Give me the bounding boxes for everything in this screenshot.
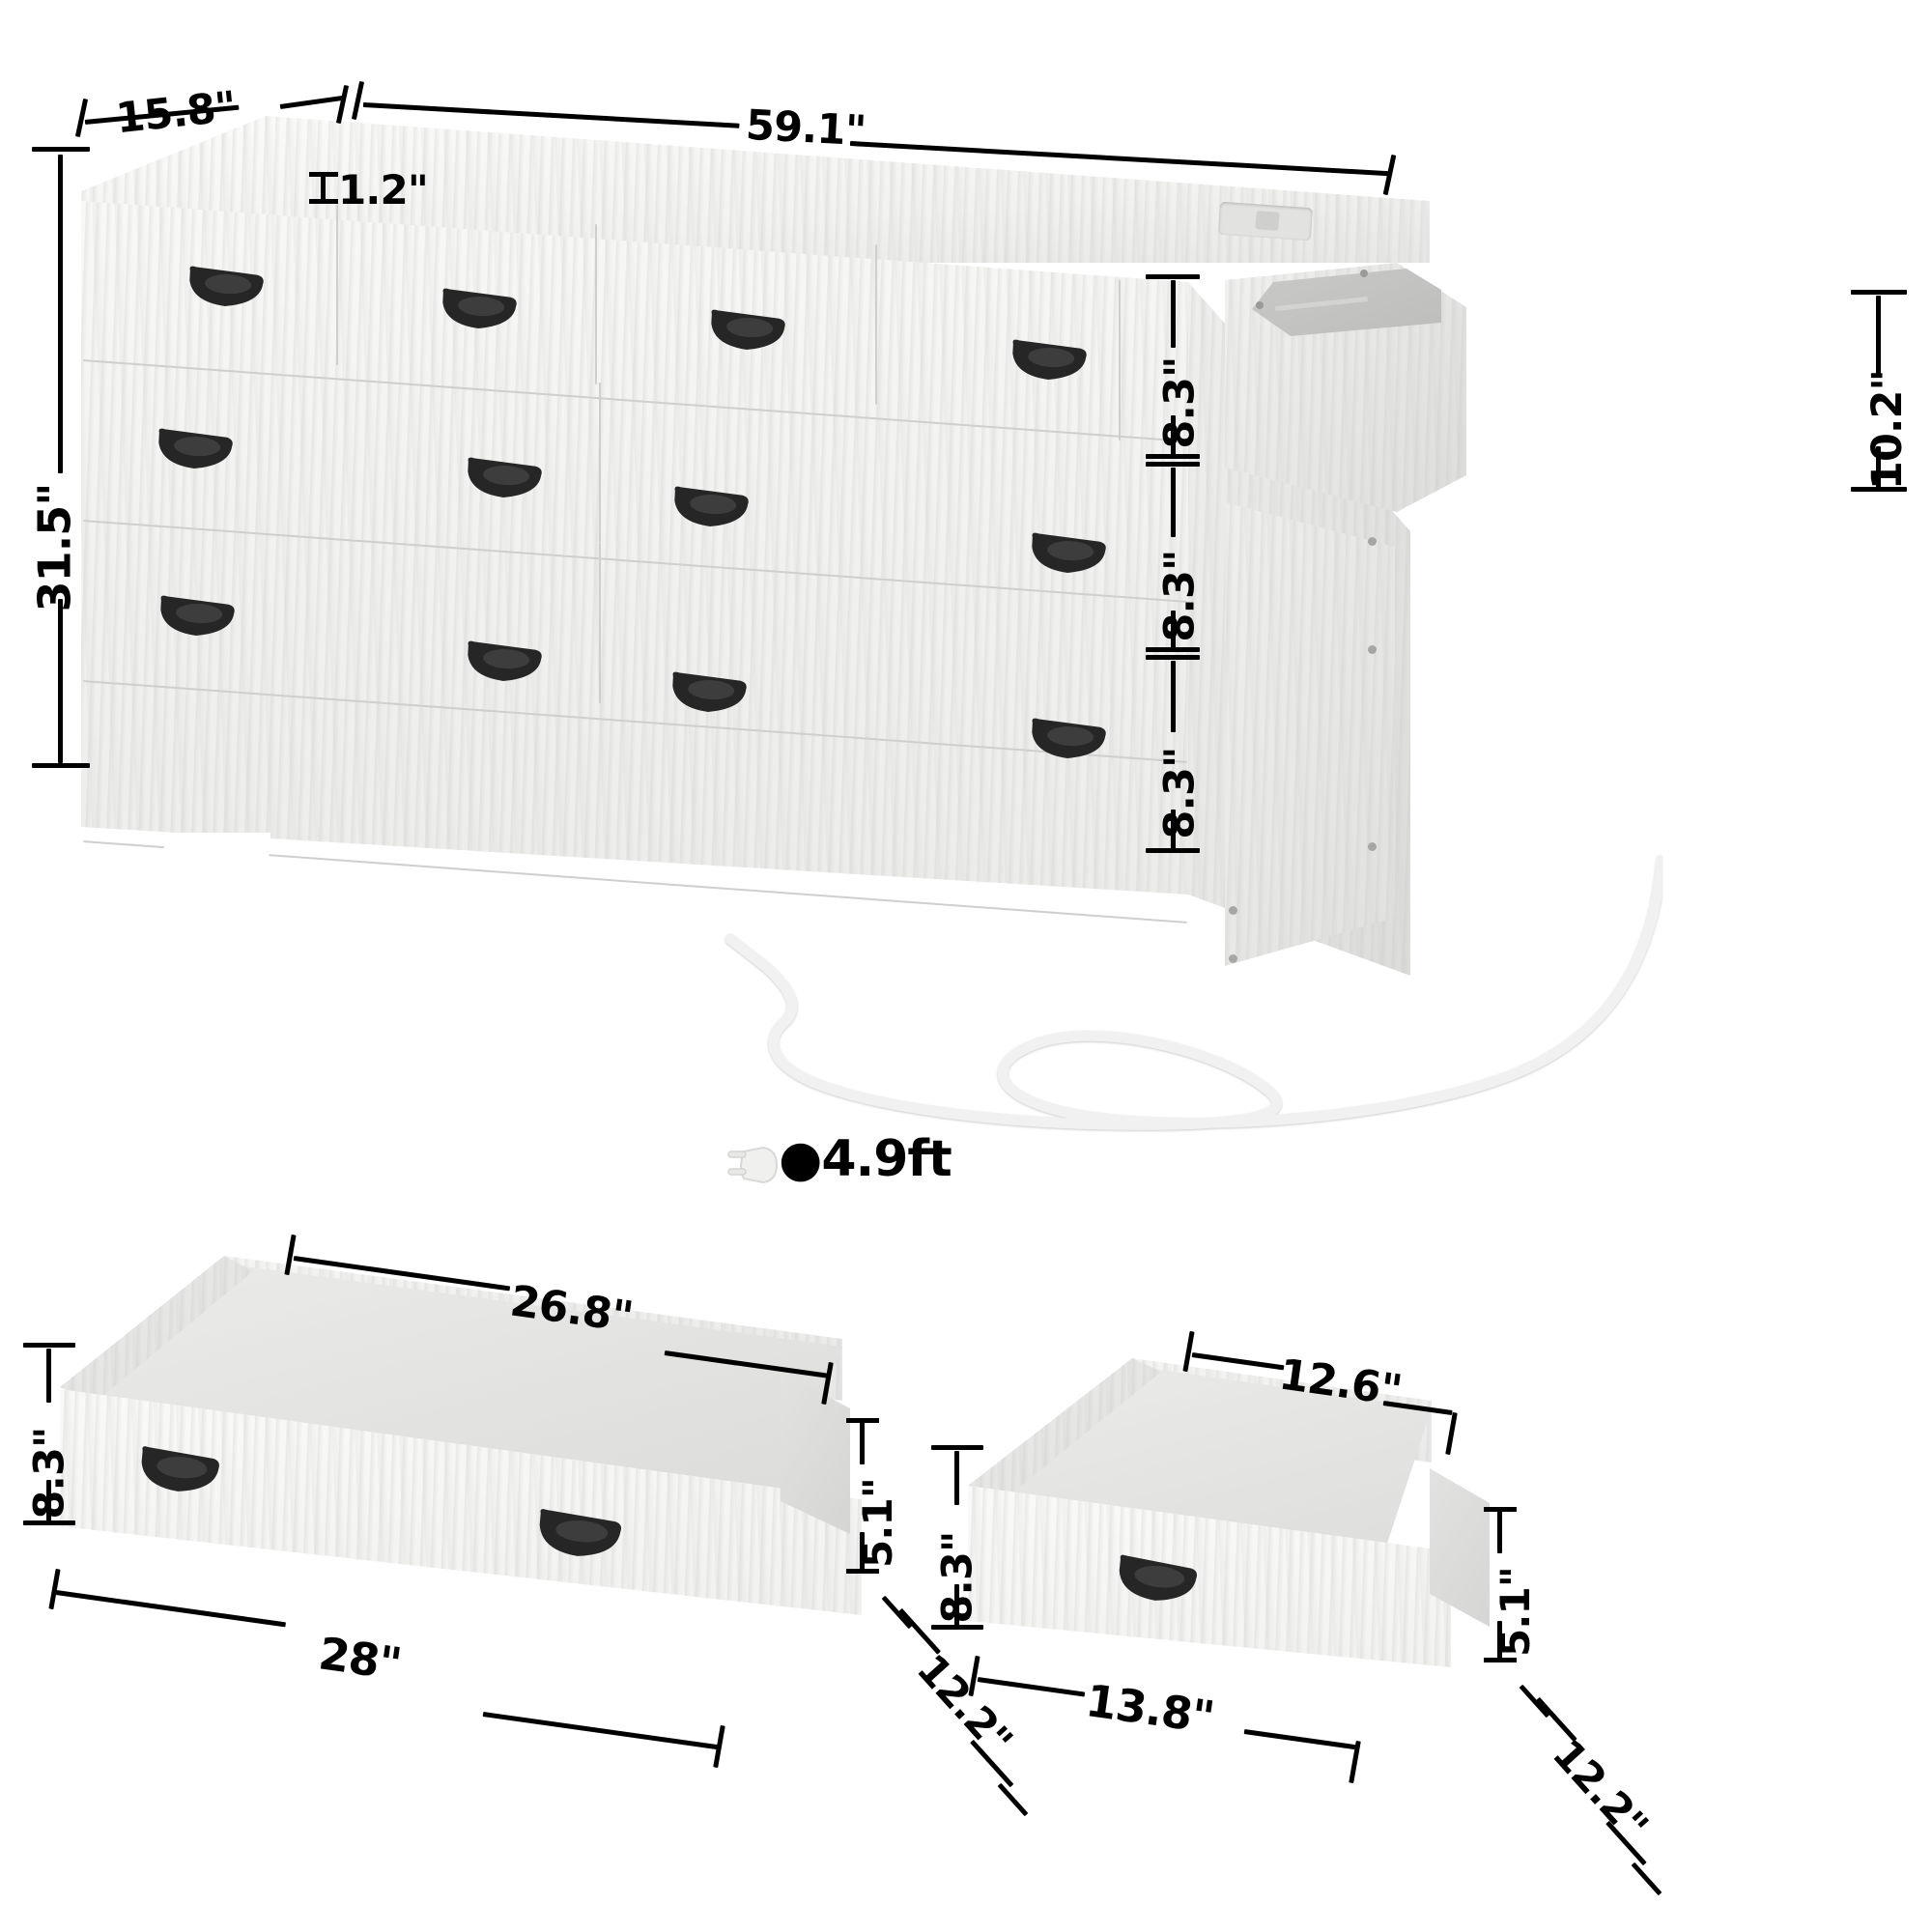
support-screw	[1229, 954, 1237, 963]
dim-label-depth: 15.8"	[113, 82, 239, 144]
drawer-handle[interactable]	[461, 636, 548, 689]
drawer-handle[interactable]	[1006, 334, 1093, 387]
dim-line-ld-height	[23, 1343, 75, 1348]
dim-tick	[48, 1568, 61, 1610]
support-screw	[1368, 645, 1377, 654]
dim-bracket-sd-inner-depth	[1484, 1658, 1517, 1662]
dim-tick	[46, 1480, 51, 1524]
dim-tick	[1445, 1411, 1458, 1456]
dim-line-cabinet	[1851, 487, 1907, 492]
dim-tick	[1171, 661, 1176, 732]
dim-line-depth	[279, 95, 346, 109]
drawer-handle[interactable]	[666, 667, 753, 720]
dim-label-row-height-1: 8.3"	[1155, 356, 1205, 449]
dim-line-height	[32, 147, 90, 152]
dim-line-sd-height	[931, 1445, 983, 1450]
dim-line-row3	[1146, 848, 1200, 853]
dim-tick	[860, 1420, 865, 1464]
drawer-handle[interactable]	[1110, 1548, 1204, 1609]
dim-line-ld-height	[23, 1520, 75, 1525]
drawer-handle[interactable]	[133, 1440, 226, 1500]
dim-label-ld-inner-depth: 5.1"	[853, 1478, 901, 1568]
dim-line-sd-height	[931, 1625, 983, 1630]
side-support-column	[1225, 502, 1395, 966]
dim-bracket-thickness	[309, 199, 338, 204]
dim-line-row1	[1146, 274, 1200, 279]
dim-bracket-ld-inner-depth	[846, 1569, 879, 1574]
dim-line-sd-inner-width	[1191, 1352, 1285, 1371]
dim-label-ld-height: 8.3"	[25, 1427, 74, 1520]
dim-tick	[1171, 468, 1176, 537]
drawer-handle[interactable]	[183, 261, 270, 314]
dim-label-sd-height: 8.3"	[933, 1531, 982, 1624]
dim-line-width	[362, 102, 740, 128]
dim-label-total-height: 31.5"	[28, 483, 81, 612]
dim-label-row-height-2: 8.3"	[1155, 550, 1205, 642]
drawer-handle[interactable]	[1025, 527, 1112, 581]
dim-line-row2	[1146, 462, 1200, 467]
dim-tick	[351, 80, 365, 121]
dim-line-row2	[1146, 647, 1200, 652]
dim-tick	[954, 1451, 959, 1505]
dresser-plinth-notch	[164, 833, 270, 866]
dim-line-sd-outer-width	[1243, 1729, 1356, 1750]
dim-tick	[1171, 810, 1176, 852]
side-cabinet-screw	[1256, 301, 1264, 309]
support-screw	[1368, 842, 1377, 851]
power-cord	[724, 854, 1662, 1130]
dim-label-top-thickness: 1.2"	[338, 166, 429, 213]
dim-tick	[335, 84, 350, 125]
dim-tick	[1497, 1621, 1502, 1662]
dim-line-cabinet	[1851, 290, 1907, 295]
dim-label-sd-outer-width: 13.8"	[1082, 1674, 1217, 1744]
dim-label-cord-length: ●4.9ft	[779, 1130, 952, 1188]
dim-label-cabinet-height: 10.2"	[1863, 369, 1913, 491]
dim-tick	[1171, 611, 1176, 651]
support-screw	[1229, 906, 1237, 915]
dim-tick	[860, 1532, 865, 1573]
dim-tick	[1631, 1861, 1662, 1896]
dim-line-ld-outer-width	[482, 1712, 719, 1750]
dim-tick	[1497, 1509, 1502, 1553]
dim-tick	[74, 98, 89, 138]
dim-bracket-thickness	[321, 174, 326, 203]
dim-tick	[58, 155, 63, 473]
dim-tick	[1876, 446, 1881, 491]
drawer-handle[interactable]	[531, 1503, 629, 1565]
dresser-front-face	[81, 201, 1188, 895]
support-screw	[1368, 537, 1377, 546]
drawer-handle[interactable]	[1025, 713, 1112, 766]
dim-line-height	[32, 763, 90, 768]
dim-label-width: 59.1"	[744, 100, 867, 156]
dim-line-row3	[1146, 655, 1200, 660]
side-cabinet-screw	[1360, 270, 1368, 277]
drawer-handle[interactable]	[668, 481, 754, 534]
dim-line-sd-outer-depth	[1536, 1696, 1577, 1743]
power-plug-icon	[726, 1140, 786, 1190]
drawer-handle[interactable]	[152, 423, 239, 476]
dim-label-ld-outer-width: 28"	[315, 1627, 405, 1690]
power-outlet-socket-icon	[1255, 211, 1280, 231]
dim-label-ld-outer-depth: 12.2"	[907, 1645, 1022, 1764]
dim-tick	[1876, 296, 1881, 377]
dim-line-sd-outer-width	[977, 1677, 1086, 1697]
drawer-handle[interactable]	[154, 590, 241, 643]
dim-line-ld-outer-width	[55, 1590, 287, 1628]
dim-tick	[1182, 1330, 1195, 1373]
dim-label-sd-inner-depth: 5.1"	[1491, 1567, 1539, 1657]
dim-tick	[1519, 1684, 1550, 1719]
dim-tick	[1171, 280, 1176, 348]
dim-line-row1	[1146, 454, 1200, 459]
dim-label-row-height-3: 8.3"	[1155, 747, 1205, 839]
dim-tick	[1171, 415, 1176, 458]
dim-tick	[954, 1584, 959, 1629]
drawer-handle[interactable]	[461, 452, 548, 505]
dim-tick	[58, 599, 63, 763]
dim-tick	[881, 1595, 913, 1630]
dim-label-sd-outer-depth: 12.2"	[1543, 1730, 1658, 1849]
drawer-handle[interactable]	[436, 283, 523, 336]
drawer-handle[interactable]	[704, 304, 791, 357]
dim-tick	[46, 1349, 51, 1403]
dim-tick	[997, 1782, 1029, 1817]
